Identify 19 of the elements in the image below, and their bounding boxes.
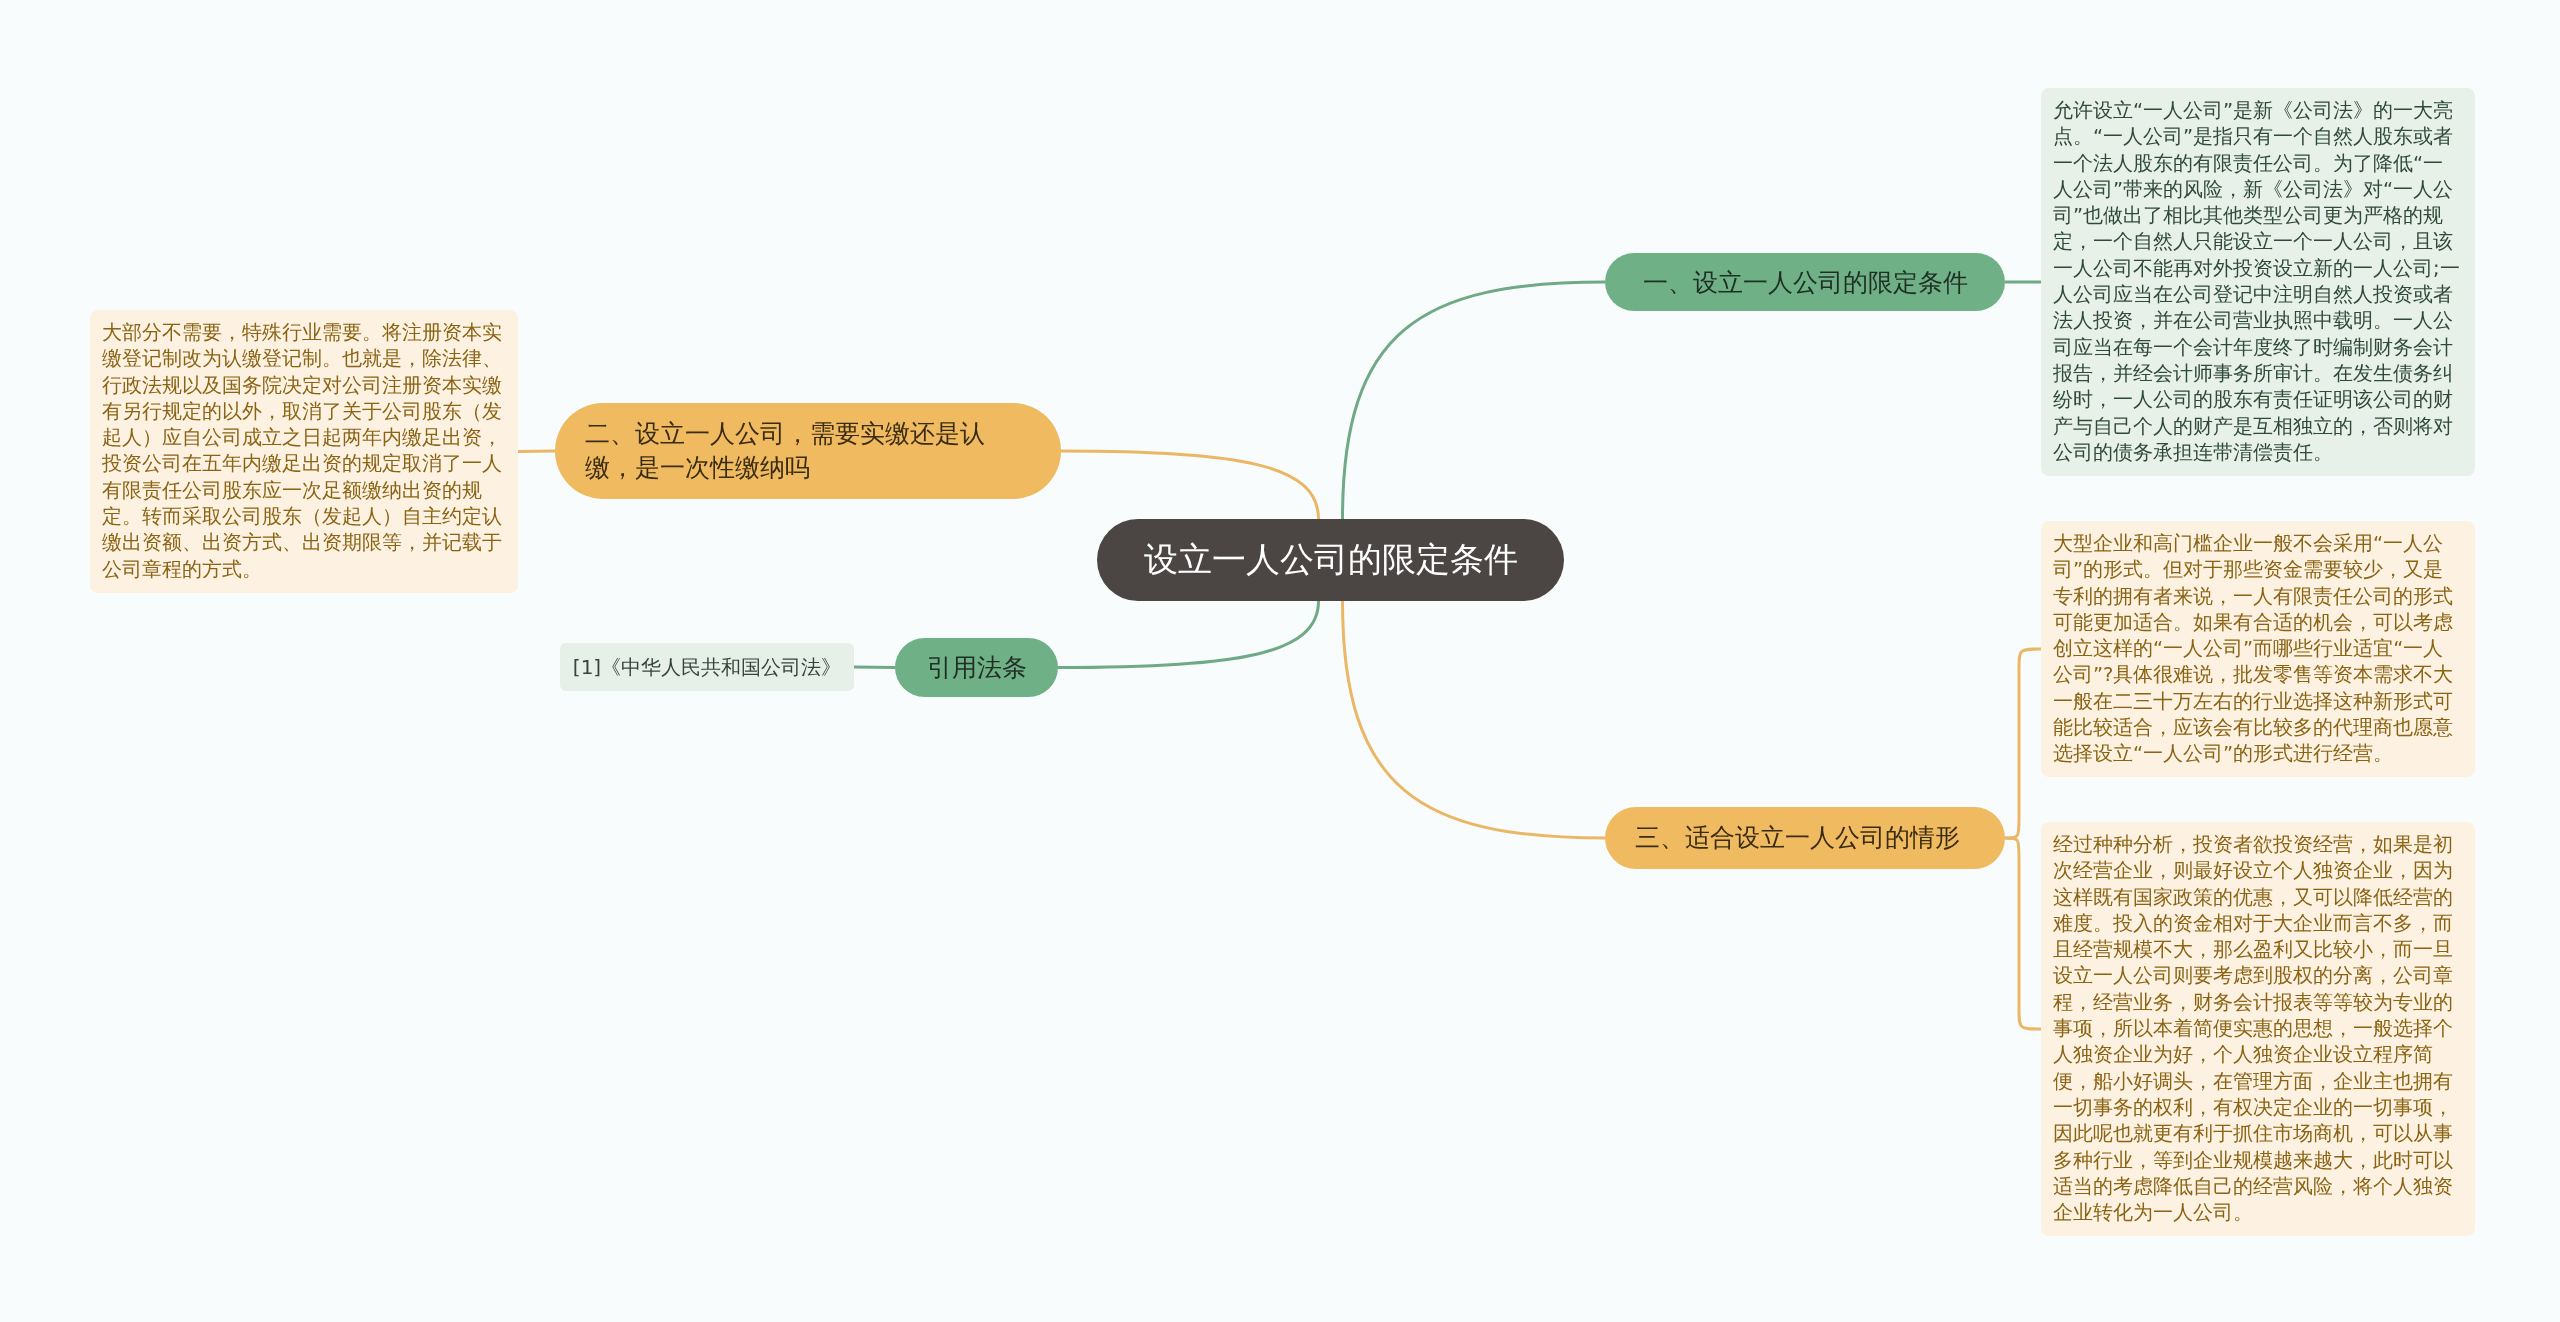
connector-line <box>1341 280 1606 520</box>
connector-line <box>2005 836 2041 1031</box>
root-topic: 设立一人公司的限定条件 <box>1097 519 1564 601</box>
connector-line <box>2005 647 2041 840</box>
topic-pill: 二、设立一人公司，需要实缴还是认缴，是一次性缴纳吗 <box>555 403 1061 499</box>
reference-tag: [1]《中华人民共和国公司法》 <box>560 643 854 691</box>
connector-line <box>2005 280 2041 284</box>
note-card: 经过种种分析，投资者欲投资经营，如果是初次经营企业，则最好设立个人独资企业，因为这样既有国家政策的优惠，又可以降低经营的难度。投入的资金相对于大企业而言不多，而且经营规模不大，那么盈利又比较小，而一旦设立一人公司则要考虑到股权的分离，公司章程，经营业务，财务会计报表等等较为专业的事项，所以本着简便实惠的思想，一般选择个人独资企业为好，个人独资企业设立程序简便，船小好调头，在管理方面，企业主也拥有一切事务的权利，有权决定企业的一切事项，因此呢也就更有利于抓住市场商机，可以从事多种行业，等到企业规模越来越大，此时可以适当的考虑降低自己的经营风险，将个人独资企业转化为一人公司。 <box>2041 822 2475 1236</box>
note-card: 大型企业和高门槛企业一般不会采用“一人公司”的形式。但对于那些资金需要较少，又是专利的拥有者来说，一人有限责任公司的形式可能更加适合。如果有合适的机会，可以考虑创立这样的“一人公司”而哪些行业适宜“一人公司”?具体很难说，批发零售等资本需求不大一般在二三十万左右的行业选择这种新形式可能比较适合，应该会有比较多的代理商也愿意选择设立“一人公司”的形式进行经营。 <box>2041 521 2475 777</box>
note-card: 大部分不需要，特殊行业需要。将注册资本实缴登记制改为认缴登记制。也就是，除法律、行政法规以及国务院决定对公司注册资本实缴有另行规定的以外，取消了关于公司股东（发起人）应自公司成立之日起两年内缴足出资，投资公司在五年内缴足出资的规定取消了一人有限责任公司股东应一次足额缴纳出资的规定。转而采取公司股东（发起人）自主约定认缴出资额、出资方式、出资期限等，并记载于公司章程的方式。 <box>90 310 518 593</box>
connector-line <box>1058 600 1320 669</box>
connector-line <box>1061 449 1320 520</box>
topic-pill: 一、设立一人公司的限定条件 <box>1605 253 2005 311</box>
connector-line <box>1341 600 1606 840</box>
connector-line <box>517 449 556 453</box>
note-card: 允许设立“一人公司”是新《公司法》的一大亮点。“一人公司”是指只有一个自然人股东或者一个法人股东的有限责任公司。为了降低“一人公司”带来的风险，新《公司法》对“一人公司”也做出了相比其他类型公司更为严格的规定，一个自然人只能设立一个一人公司，且该一人公司不能再对外投资设立新的一人公司;一人公司应当在公司登记中注明自然人投资或者法人投资，并在公司营业执照中载明。一人公司应当在每一个会计年度终了时编制财务会计报告，并经会计师事务所审计。在发生债务纠纷时，一人公司的股东有责任证明该公司的财产与自己个人的财产是互相独立的，否则将对公司的债务承担连带清偿责任。 <box>2041 88 2475 476</box>
connector-line <box>853 665 896 669</box>
topic-pill: 引用法条 <box>895 638 1058 697</box>
topic-pill: 三、适合设立一人公司的情形 <box>1605 807 2005 869</box>
